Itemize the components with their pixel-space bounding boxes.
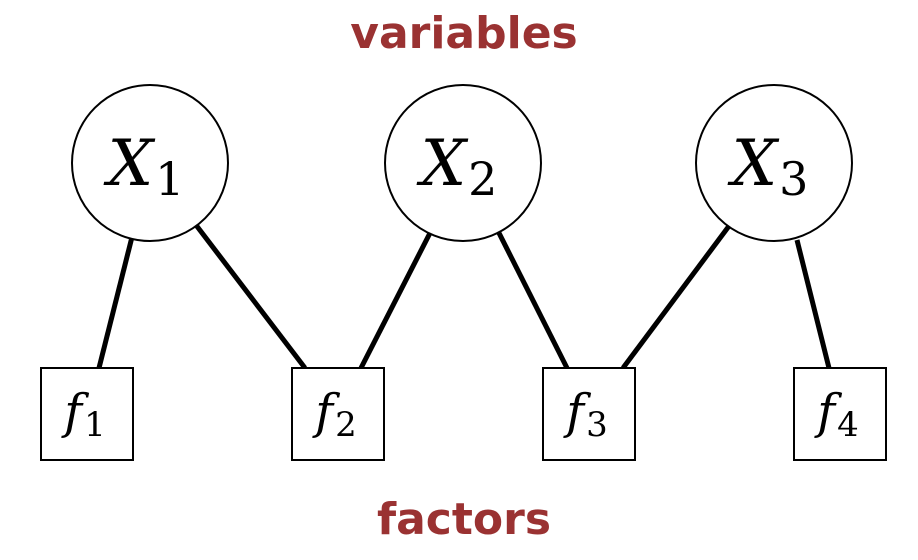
variables-heading: variables — [350, 8, 577, 59]
edges-layer — [96, 223, 832, 370]
edge-x3-f3 — [620, 224, 732, 370]
variable-circle — [695, 84, 853, 242]
variable-node-x1: X1 — [71, 84, 229, 242]
variable-label-x3: X3 — [727, 127, 809, 206]
edge-x3-f4 — [794, 239, 832, 369]
variable-label-x3-subscript: 3 — [779, 152, 808, 206]
variable-label-x1-subscript: 1 — [155, 152, 184, 206]
edge-x2-f2 — [358, 231, 433, 370]
factor-node-f2: f2 — [291, 367, 385, 461]
factor-box — [793, 367, 887, 461]
variable-node-x3: X3 — [695, 84, 853, 242]
variable-label-x2-base: X — [416, 127, 469, 201]
factor-label-f3-subscript: 3 — [586, 405, 608, 445]
factor-node-f4: f4 — [793, 367, 887, 461]
edge-x1-f1 — [96, 236, 135, 369]
factor-label-f2: f2 — [312, 384, 356, 445]
variable-node-x2: X2 — [384, 84, 542, 242]
variable-label-x1: X1 — [103, 127, 185, 206]
variable-label-x1-base: X — [103, 127, 156, 201]
variable-label-x2-subscript: 2 — [468, 152, 497, 206]
edge-x1-f2 — [194, 223, 307, 370]
edge-x2-f3 — [496, 231, 570, 370]
factor-box — [40, 367, 134, 461]
factor-label-f1-subscript: 1 — [84, 405, 106, 445]
factor-node-f3: f3 — [542, 367, 636, 461]
factor-label-f2-subscript: 2 — [335, 405, 357, 445]
factor-label-f4-subscript: 4 — [837, 405, 859, 445]
factor-box — [291, 367, 385, 461]
variable-label-x3-base: X — [727, 127, 780, 201]
variable-label-x2: X2 — [416, 127, 498, 206]
factor-node-f1: f1 — [40, 367, 134, 461]
factors-heading: factors — [377, 494, 551, 545]
variable-circle — [384, 84, 542, 242]
variable-circle — [71, 84, 229, 242]
factor-box — [542, 367, 636, 461]
